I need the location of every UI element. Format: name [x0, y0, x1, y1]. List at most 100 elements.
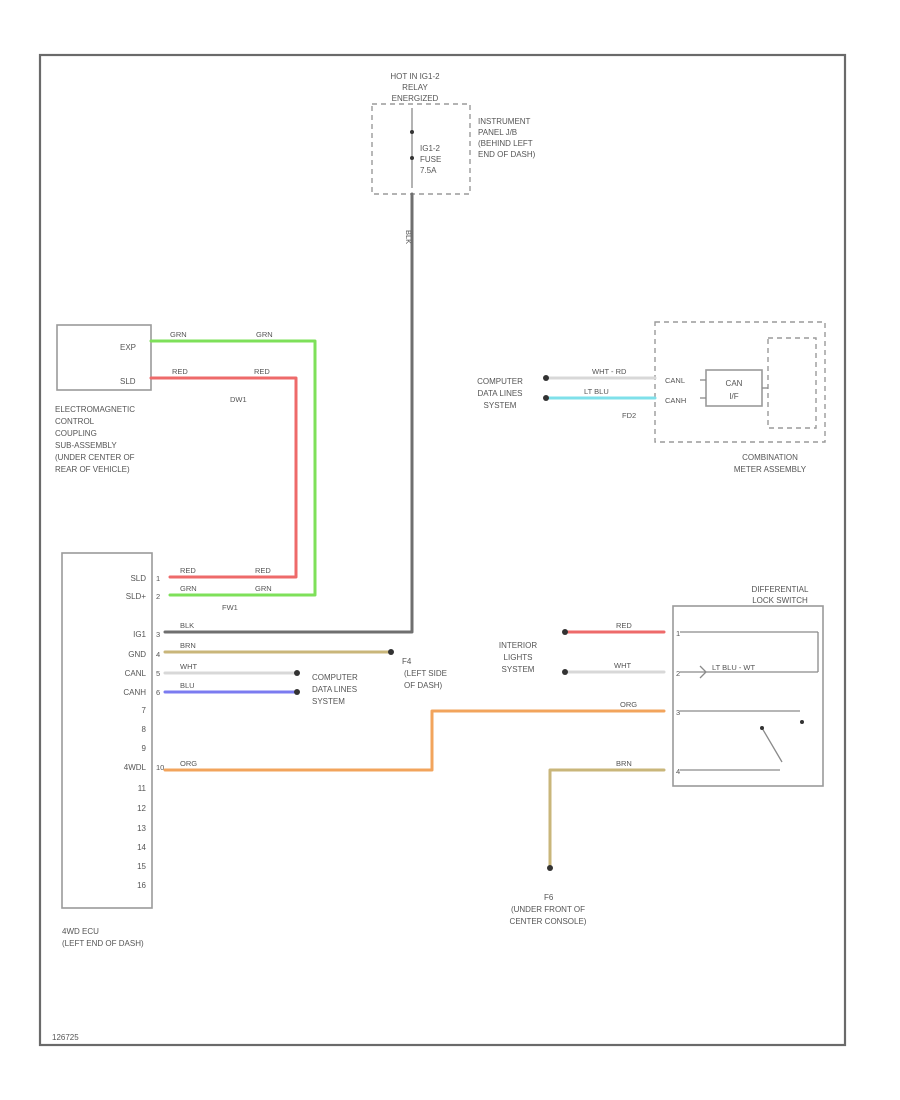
canl-terminal — [294, 670, 300, 676]
diff-switch-label-1: DIFFERENTIAL — [752, 585, 809, 594]
org-switch-label: ORG — [620, 700, 637, 709]
brn-ecu-label: BRN — [180, 641, 196, 650]
ecu-pin-6: CANH — [123, 688, 146, 697]
ecu-pin-9: 9 — [142, 744, 147, 753]
ecu-pin-7: 7 — [142, 706, 147, 715]
ecu-box — [61, 552, 153, 909]
blk-ig1-wire — [163, 192, 414, 634]
switch-resistor-left: LT BLU - WT — [712, 663, 755, 672]
f6-ground-dot — [547, 865, 553, 871]
diagram-frame — [38, 53, 847, 1047]
ecu-pin-15: 15 — [137, 862, 146, 871]
connector-fw1: FW1 — [222, 603, 238, 612]
cdl-left-label-3: SYSTEM — [312, 697, 345, 706]
diff-switch-box — [672, 605, 824, 787]
coupling-label-6: REAR OF VEHICLE) — [55, 465, 130, 474]
red-interior-label: RED — [616, 621, 632, 630]
ecu-cavity-2: 2 — [156, 592, 160, 601]
ltblu-meter-label: LT BLU — [584, 387, 609, 396]
interior-lights-label-1: INTERIOR — [499, 641, 537, 650]
fuse-label-3: 7.5A — [420, 166, 437, 175]
meter-label-2: METER ASSEMBLY — [734, 465, 807, 474]
red-ecu-label: RED — [180, 566, 196, 575]
instrument-panel-label-3: (BEHIND LEFT — [478, 139, 533, 148]
diff-pin-4: 4 — [676, 767, 680, 776]
connector-dw1: DW1 — [230, 395, 247, 404]
interior-lights-label-3: SYSTEM — [502, 665, 535, 674]
grn-label-right: GRN — [256, 330, 273, 339]
footer-code: 126725 — [52, 1033, 79, 1042]
cdl-right-label-1: COMPUTER — [477, 377, 523, 386]
grn-ecu-label-2: GRN — [255, 584, 272, 593]
can-if-label-2: I/F — [729, 392, 738, 401]
coupling-box — [56, 324, 152, 391]
canh-terminal — [294, 689, 300, 695]
switch-lever — [761, 727, 783, 763]
grn-ecu-label: GRN — [180, 584, 197, 593]
blk-wire-label-vertical: BLK — [404, 230, 413, 244]
diff-pin-1: 1 — [676, 629, 680, 638]
coupling-label-4: SUB-ASSEMBLY — [55, 441, 117, 450]
can-if-label: CAN — [726, 379, 743, 388]
cdl-right-label-2: DATA LINES — [477, 389, 522, 398]
meter-internal-box — [767, 337, 817, 429]
relay-label-1: HOT IN IG1-2 — [390, 72, 440, 81]
instrument-panel-label-4: END OF DASH) — [478, 150, 536, 159]
interior-lights-label-2: LIGHTS — [504, 653, 533, 662]
diff-pin-2: 2 — [676, 669, 680, 678]
diff-switch-block: DIFFERENTIAL LOCK SWITCH LT BLU - WT 1 2… — [672, 585, 824, 787]
ecu-label-2: (LEFT END OF DASH) — [62, 939, 144, 948]
brn-f6-wire — [548, 768, 666, 868]
ecu-pin-8: 8 — [142, 725, 147, 734]
coupling-label-1: ELECTROMAGNETIC — [55, 405, 135, 414]
meter-pin-canl: CANL — [665, 376, 685, 385]
meter-canl-terminal — [543, 375, 549, 381]
red-label-left: RED — [172, 367, 188, 376]
f6-id: F6 — [544, 893, 554, 902]
coupling-pin-sld: SLD — [120, 377, 136, 386]
ecu-pin-3: IG1 — [133, 630, 146, 639]
relay-block: HOT IN IG1-2 RELAY ENERGIZED IG1-2 FUSE … — [371, 72, 536, 195]
ecu-pin-12: 12 — [137, 804, 146, 813]
relay-label-2: RELAY — [402, 83, 428, 92]
ecu-pin-4: GND — [128, 650, 146, 659]
wht-ecu-label: WHT — [180, 662, 197, 671]
ecu-cavity-4: 4 — [156, 650, 160, 659]
connector-fd2: FD2 — [622, 411, 636, 420]
coupling-pin-exp: EXP — [120, 343, 136, 352]
ecu-cavity-5: 5 — [156, 669, 160, 678]
relay-label-3: ENERGIZED — [392, 94, 439, 103]
diff-switch-label-2: LOCK SWITCH — [752, 596, 808, 605]
grn-label-left: GRN — [170, 330, 187, 339]
blk-ecu-label: BLK — [180, 621, 194, 630]
f6-label-2: CENTER CONSOLE) — [510, 917, 587, 926]
cdl-right-label-3: SYSTEM — [484, 401, 517, 410]
meter-pin-canh: CANH — [665, 396, 686, 405]
grn-coupling-wire — [149, 339, 317, 597]
coupling-block: EXP SLD ELECTROMAGNETIC CONTROL COUPLING… — [55, 324, 152, 474]
ecu-pin-2: SLD+ — [126, 592, 147, 601]
wht-interior-label: WHT — [614, 661, 631, 670]
f4-label-2: OF DASH) — [404, 681, 443, 690]
coupling-label-5: (UNDER CENTER OF — [55, 453, 135, 462]
ecu-pin-13: 13 — [137, 824, 146, 833]
f6-label-1: (UNDER FRONT OF — [511, 905, 585, 914]
red-coupling-wire — [149, 376, 298, 579]
ecu-label-1: 4WD ECU — [62, 927, 99, 936]
instrument-panel-jb-box — [371, 103, 471, 195]
ecu-pin-16: 16 — [137, 881, 146, 890]
ecu-cavity-6: 6 — [156, 688, 160, 697]
combination-meter-box — [654, 321, 826, 443]
coupling-label-2: CONTROL — [55, 417, 95, 426]
ecu-cavity-10: 10 — [156, 763, 164, 772]
coupling-label-3: COUPLING — [55, 429, 97, 438]
blu-ecu-label: BLU — [180, 681, 195, 690]
cdl-left-label-2: DATA LINES — [312, 685, 357, 694]
f4-label-1: (LEFT SIDE — [404, 669, 447, 678]
fuse-label-2: FUSE — [420, 155, 441, 164]
instrument-panel-label-1: INSTRUMENT — [478, 117, 531, 126]
switch-pivot — [760, 726, 764, 730]
